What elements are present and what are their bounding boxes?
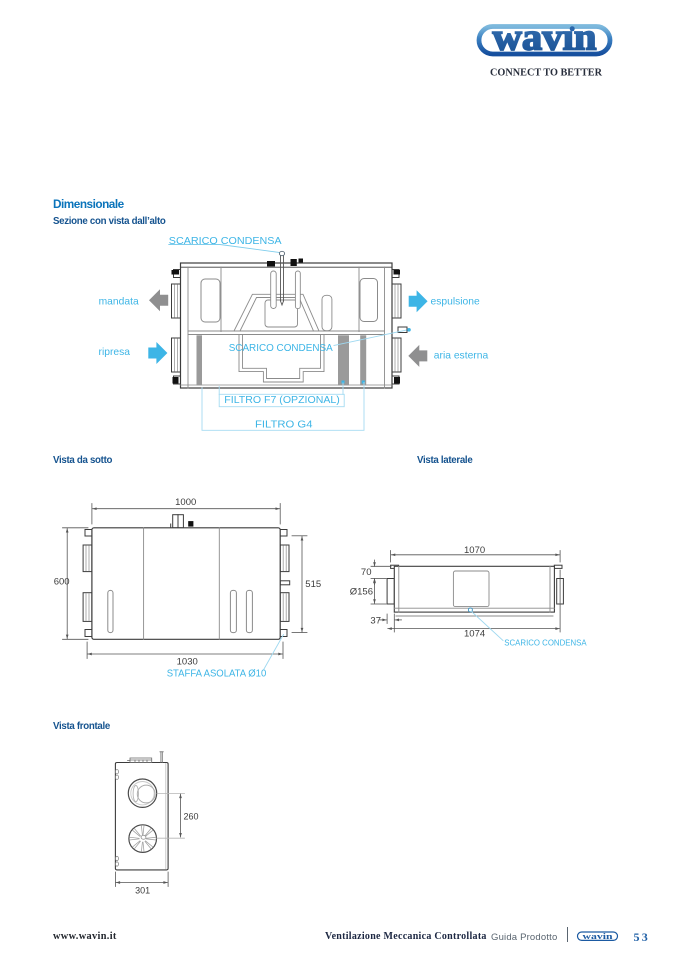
svg-text:SCARICO CONDENSA: SCARICO CONDENSA bbox=[169, 236, 282, 247]
svg-text:1074: 1074 bbox=[464, 629, 485, 640]
svg-text:37: 37 bbox=[370, 616, 381, 627]
svg-text:1070: 1070 bbox=[464, 545, 485, 556]
svg-text:wavın: wavın bbox=[493, 18, 597, 59]
svg-text:Ø156: Ø156 bbox=[350, 587, 373, 598]
svg-text:wavin: wavin bbox=[583, 931, 613, 941]
svg-text:600: 600 bbox=[54, 576, 70, 587]
svg-text:espulsione: espulsione bbox=[431, 297, 481, 308]
svg-text:STAFFA ASOLATA Ø10: STAFFA ASOLATA Ø10 bbox=[167, 669, 267, 680]
svg-text:FILTRO G4: FILTRO G4 bbox=[255, 420, 313, 431]
svg-text:1030: 1030 bbox=[177, 657, 198, 668]
svg-text:515: 515 bbox=[305, 579, 321, 590]
svg-text:CONNECT TO BETTER: CONNECT TO BETTER bbox=[490, 67, 602, 79]
svg-text:mandata: mandata bbox=[99, 297, 139, 308]
svg-text:FILTRO F7 (OPZIONAL): FILTRO F7 (OPZIONAL) bbox=[224, 395, 339, 406]
svg-text:ripresa: ripresa bbox=[99, 347, 131, 358]
svg-text:aria esterna: aria esterna bbox=[434, 351, 489, 362]
svg-text:70: 70 bbox=[361, 567, 372, 578]
svg-text:301: 301 bbox=[135, 886, 150, 896]
svg-text:260: 260 bbox=[184, 811, 199, 821]
svg-text:SCARICO CONDENSA: SCARICO CONDENSA bbox=[229, 343, 333, 354]
svg-text:1000: 1000 bbox=[175, 497, 196, 508]
svg-text:SCARICO CONDENSA: SCARICO CONDENSA bbox=[504, 637, 587, 647]
